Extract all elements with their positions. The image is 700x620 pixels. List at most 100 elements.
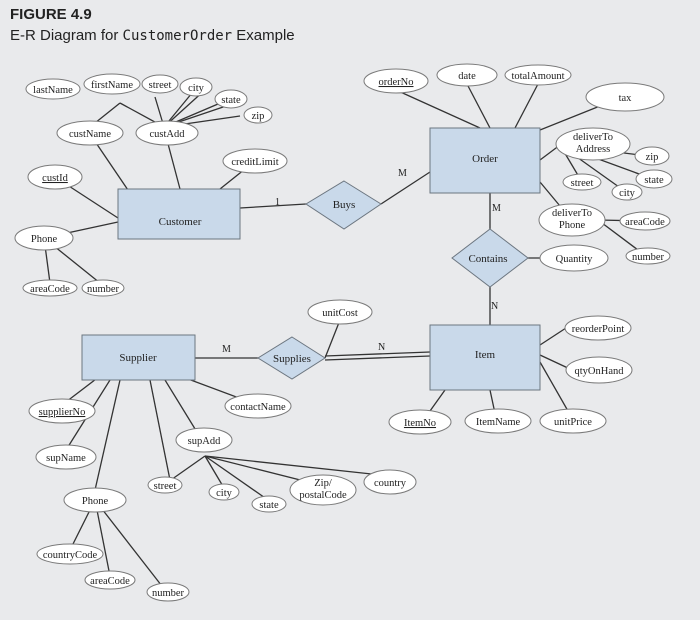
attr-number-supplier: number bbox=[146, 582, 190, 602]
attr-zip-customer: zip bbox=[243, 106, 273, 124]
attr-unitPrice: unitPrice bbox=[539, 408, 607, 434]
entity-supplier: Supplier bbox=[81, 334, 196, 381]
svg-text:unitPrice: unitPrice bbox=[554, 417, 592, 428]
svg-text:Phone: Phone bbox=[559, 220, 586, 231]
attr-areaCode-supplier: areaCode bbox=[84, 570, 136, 590]
card-contains-item: N bbox=[491, 301, 498, 312]
attr-reorderPoint: reorderPoint bbox=[564, 315, 632, 341]
attr-supAdd: supAdd bbox=[175, 427, 233, 453]
entity-item-label: Item bbox=[475, 349, 496, 361]
attr-totalAmount: totalAmount bbox=[504, 64, 572, 86]
svg-text:street: street bbox=[154, 481, 177, 492]
card-supplies-item: N bbox=[378, 342, 385, 353]
svg-text:tax: tax bbox=[619, 93, 633, 104]
attr-contactName: contactName bbox=[224, 393, 292, 419]
svg-text:street: street bbox=[149, 80, 172, 91]
svg-text:areaCode: areaCode bbox=[625, 217, 665, 228]
svg-text:custId: custId bbox=[42, 173, 68, 184]
caption-code: CustomerOrder bbox=[122, 28, 233, 44]
entity-customer: Customer bbox=[117, 188, 241, 240]
attr-state-order: state bbox=[635, 169, 673, 189]
card-buys-customer: 1 bbox=[275, 197, 280, 208]
relationship-buys: Buys bbox=[305, 180, 382, 230]
card-contains-order: M bbox=[492, 203, 501, 214]
relationship-contains: Contains bbox=[451, 228, 529, 288]
svg-text:ItemNo: ItemNo bbox=[404, 418, 436, 429]
attr-firstName: firstName bbox=[83, 73, 141, 95]
card-buys-order: M bbox=[398, 168, 407, 179]
svg-text:supplierNo: supplierNo bbox=[39, 407, 86, 418]
svg-text:city: city bbox=[188, 83, 204, 94]
svg-text:deliverTo: deliverTo bbox=[573, 132, 613, 143]
svg-text:zip: zip bbox=[646, 152, 659, 163]
attr-date: date bbox=[436, 63, 498, 87]
svg-text:state: state bbox=[221, 95, 241, 106]
entity-item: Item bbox=[429, 324, 541, 391]
attr-state-customer: state bbox=[214, 89, 248, 109]
svg-text:Address: Address bbox=[576, 144, 610, 155]
attr-areaCode-order: areaCode bbox=[619, 211, 671, 231]
svg-text:number: number bbox=[152, 588, 185, 599]
entity-supplier-label: Supplier bbox=[119, 352, 157, 364]
svg-text:street: street bbox=[571, 178, 594, 189]
svg-text:custAdd: custAdd bbox=[150, 129, 186, 140]
svg-text:postalCode: postalCode bbox=[299, 490, 347, 501]
svg-text:supAdd: supAdd bbox=[188, 436, 221, 447]
attr-creditLimit: creditLimit bbox=[222, 148, 288, 174]
attr-city-order: city bbox=[611, 183, 643, 201]
attr-city-customer: city bbox=[179, 77, 213, 97]
svg-text:areaCode: areaCode bbox=[30, 284, 70, 295]
attr-phone-customer: Phone bbox=[14, 225, 74, 251]
card-supplies-supplier: M bbox=[222, 344, 231, 355]
attr-countryCode: countryCode bbox=[36, 543, 104, 565]
svg-text:contactName: contactName bbox=[230, 402, 286, 413]
svg-text:city: city bbox=[619, 188, 635, 199]
attr-areaCode-customer: areaCode bbox=[22, 279, 78, 297]
attr-itemNo: ItemNo bbox=[388, 409, 452, 435]
svg-text:orderNo: orderNo bbox=[379, 77, 414, 88]
attr-state-supplier: state bbox=[251, 495, 287, 513]
svg-text:reorderPoint: reorderPoint bbox=[572, 324, 625, 335]
svg-text:zip: zip bbox=[252, 111, 265, 122]
attr-unitCost: unitCost bbox=[307, 299, 373, 325]
svg-text:ItemName: ItemName bbox=[476, 417, 521, 428]
svg-text:Quantity: Quantity bbox=[556, 254, 593, 265]
svg-text:countryCode: countryCode bbox=[43, 550, 98, 561]
attr-country: country bbox=[363, 469, 417, 495]
entity-order: Order bbox=[429, 127, 541, 194]
svg-text:date: date bbox=[458, 71, 476, 82]
attr-zip-postalCode: Zip/postalCode bbox=[289, 474, 357, 506]
attr-city-supplier: city bbox=[208, 483, 240, 501]
attr-street-supplier: street bbox=[147, 476, 183, 494]
attr-phone-supplier: Phone bbox=[63, 487, 127, 513]
svg-text:areaCode: areaCode bbox=[90, 576, 130, 587]
attr-custAdd: custAdd bbox=[135, 120, 199, 146]
svg-text:Phone: Phone bbox=[31, 234, 58, 245]
relationship-buys-label: Buys bbox=[333, 199, 356, 211]
relationship-contains-label: Contains bbox=[468, 253, 507, 265]
attr-custName: custName bbox=[56, 120, 124, 146]
attr-supplierNo: supplierNo bbox=[28, 398, 96, 424]
relationship-supplies-label: Supplies bbox=[273, 353, 311, 365]
svg-text:number: number bbox=[87, 284, 120, 295]
svg-text:qtyOnHand: qtyOnHand bbox=[575, 366, 625, 377]
svg-text:state: state bbox=[259, 500, 279, 511]
svg-text:totalAmount: totalAmount bbox=[511, 71, 564, 82]
attr-number-customer: number bbox=[81, 279, 125, 297]
attr-tax: tax bbox=[585, 82, 665, 112]
attr-street-customer: street bbox=[141, 74, 179, 94]
attr-lastName: lastName bbox=[25, 78, 81, 100]
figure-header: FIGURE 4.9 E-R Diagram for CustomerOrder… bbox=[10, 6, 295, 44]
svg-text:state: state bbox=[644, 175, 664, 186]
svg-text:lastName: lastName bbox=[33, 85, 73, 96]
relationship-supplies: Supplies bbox=[257, 336, 326, 380]
attr-qtyOnHand: qtyOnHand bbox=[565, 356, 633, 384]
attr-zip-order: zip bbox=[634, 146, 670, 166]
attr-custId: custId bbox=[27, 164, 83, 190]
entity-customer-label: Customer bbox=[159, 216, 202, 228]
attr-itemName: ItemName bbox=[464, 408, 532, 434]
svg-text:number: number bbox=[632, 252, 665, 263]
attr-orderNo: orderNo bbox=[363, 68, 429, 94]
